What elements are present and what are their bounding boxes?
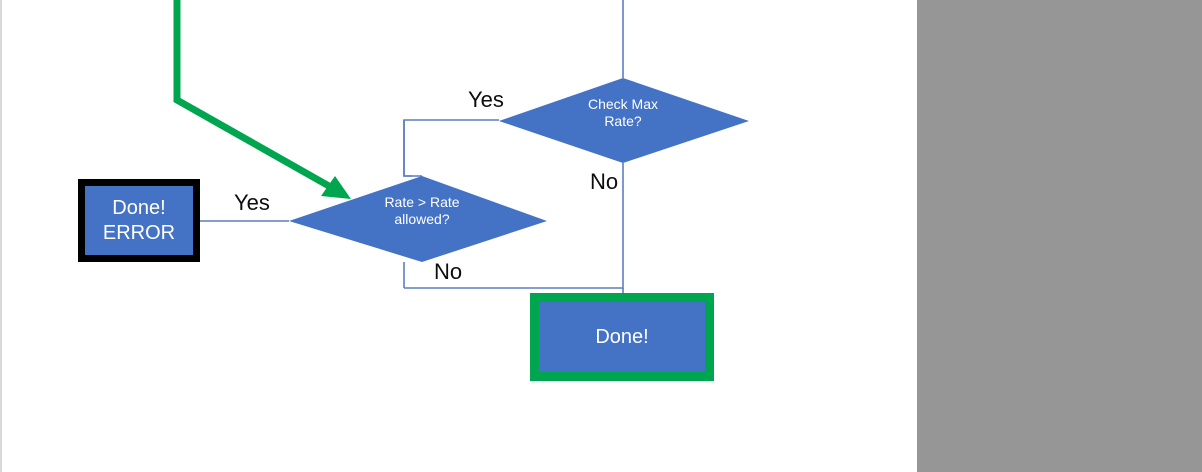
connector-yes-check-to-rate [403, 119, 499, 177]
edge-label-yes-to-error: Yes [234, 190, 270, 215]
node-done-error-label: Done! ERROR [102, 197, 176, 244]
node-check-max-rate[interactable] [499, 78, 749, 163]
status-panel: Yes No: Delta: 0.4 17.1 [917, 0, 1202, 472]
node-done-label: Done! [595, 326, 649, 348]
node-done-box[interactable]: Done! [530, 293, 714, 381]
green-highlight-arrow-shaft [173, 0, 338, 194]
node-done-error-box[interactable]: Done! ERROR [78, 179, 200, 262]
connector-yes-check-to-rate-b [403, 120, 422, 177]
flowchart-area: Check Max Rate? Rate > Rate allowed? Yes… [2, 0, 917, 472]
green-highlight-arrow-head [321, 176, 351, 199]
edge-label-yes-check-to-rate: Yes [468, 87, 504, 112]
edge-label-no-from-check: No [590, 169, 619, 194]
node-rate-gt-allowed[interactable] [289, 176, 547, 262]
flowchart-graphics [173, 0, 749, 296]
edge-label-no-from-rate: No [434, 259, 463, 284]
